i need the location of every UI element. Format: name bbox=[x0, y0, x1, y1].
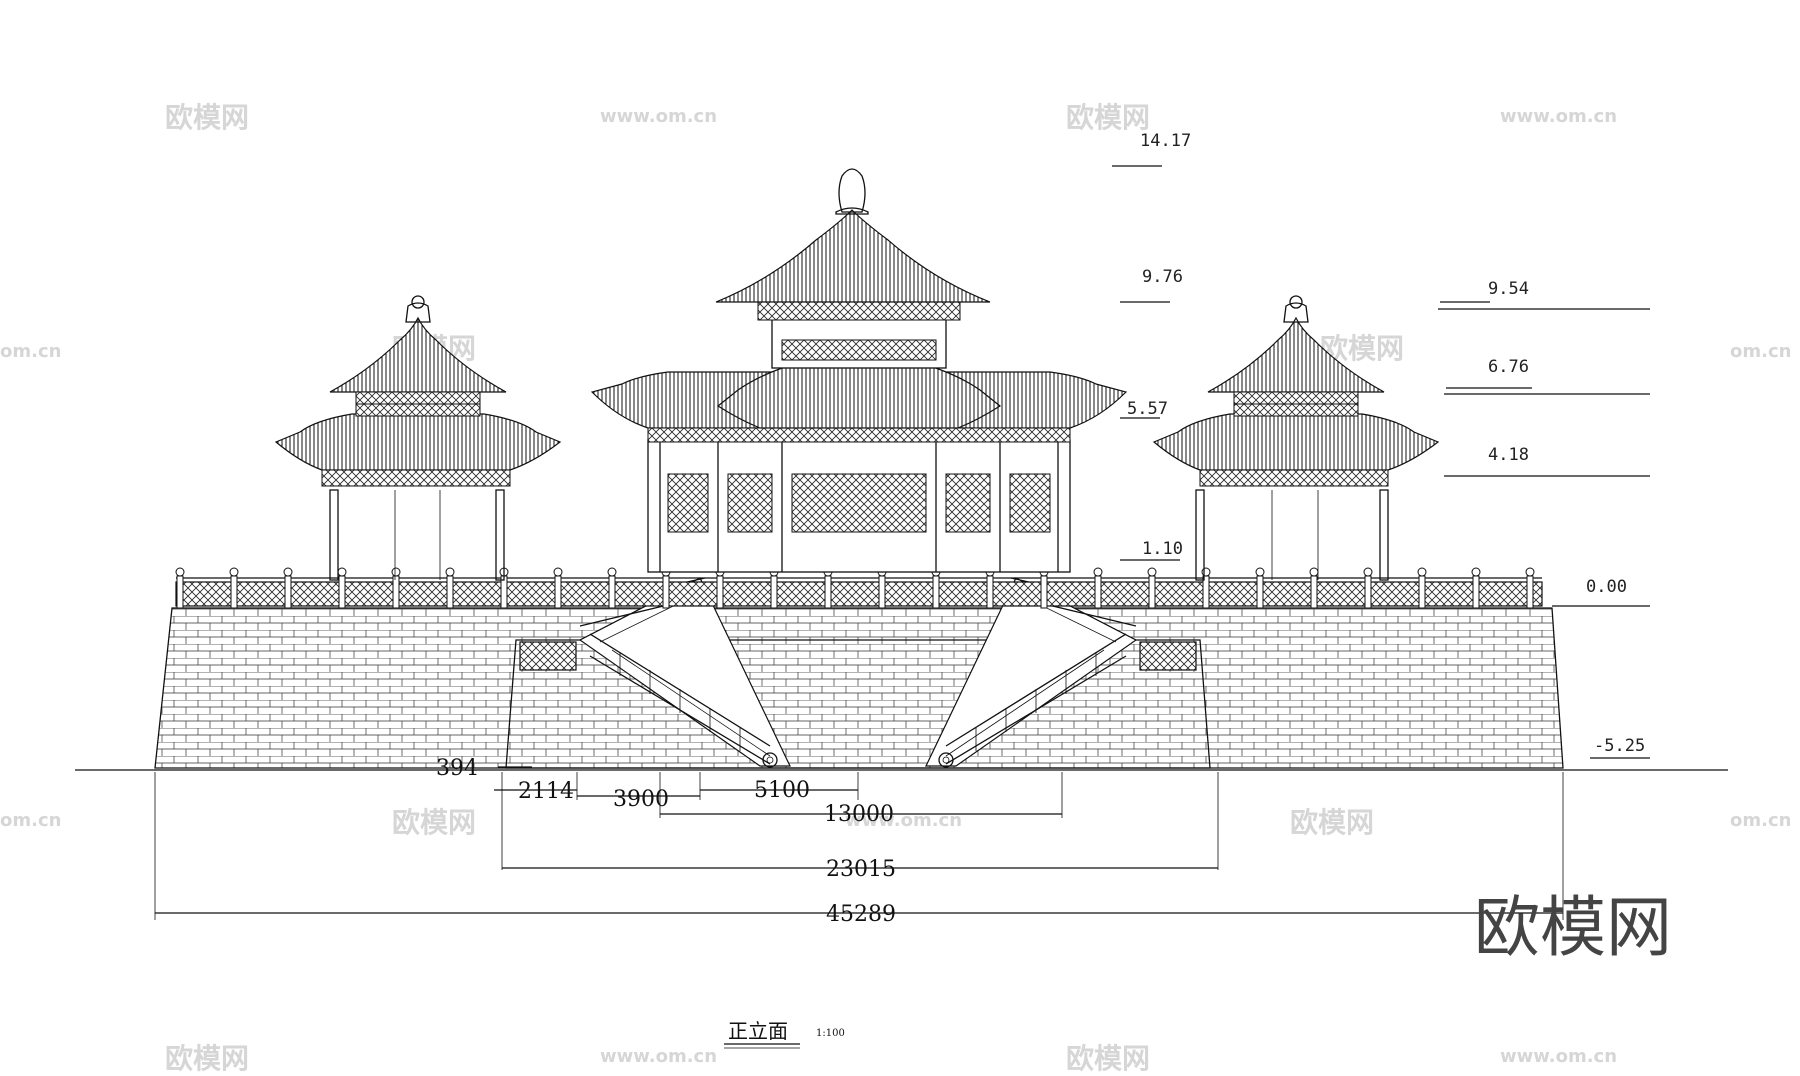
watermark-logo: 欧模网 bbox=[1290, 806, 1374, 839]
balustrade-post bbox=[1256, 575, 1264, 609]
elevation-label: 6.76 bbox=[1488, 357, 1529, 377]
elevation-label: 9.54 bbox=[1488, 279, 1529, 299]
dimension-label: 23015 bbox=[826, 857, 896, 882]
balustrade-post-cap bbox=[1363, 567, 1373, 577]
elevation-label: 9.76 bbox=[1142, 267, 1183, 287]
drawing-title-block: 正立面 1:100 bbox=[724, 1019, 845, 1049]
balustrade-post bbox=[986, 575, 994, 609]
terrace-forecourt bbox=[505, 639, 1211, 769]
balustrade-post bbox=[1040, 575, 1048, 609]
balustrade-post-cap bbox=[391, 567, 401, 577]
watermark-url: www.om.cn bbox=[845, 810, 962, 831]
top-balustrade bbox=[175, 567, 1543, 609]
dimension-label: 5100 bbox=[754, 778, 810, 803]
balustrade-post-cap bbox=[1201, 567, 1211, 577]
balustrade-post-cap bbox=[229, 567, 239, 577]
drawing-scale: 1:100 bbox=[816, 1028, 845, 1039]
balustrade-post bbox=[230, 575, 238, 609]
stair-edges bbox=[579, 577, 1137, 757]
dimension-label: 2114 bbox=[518, 779, 574, 804]
watermark-logo-large: 欧模网 bbox=[1474, 889, 1672, 966]
watermark-url: om.cn bbox=[0, 341, 61, 362]
dimension-lines: 394 2114 3900 5100 13000 23015 45289 bbox=[154, 756, 1564, 927]
watermark-url: www.om.cn bbox=[1500, 106, 1617, 127]
balustrade-post-cap bbox=[1255, 567, 1265, 577]
landing-rail-right bbox=[1139, 641, 1197, 671]
balustrade-post-cap bbox=[337, 567, 347, 577]
balustrade-post bbox=[176, 575, 184, 609]
elevation-label: 0.00 bbox=[1586, 577, 1627, 597]
watermark-logo: 欧模网 bbox=[165, 1042, 249, 1075]
balustrade-post bbox=[770, 575, 778, 609]
elevation-label: 14.17 bbox=[1140, 131, 1191, 151]
balustrade-post-cap bbox=[445, 567, 455, 577]
watermark-logo: 欧模网 bbox=[1066, 101, 1150, 134]
drawing-title: 正立面 bbox=[728, 1019, 788, 1043]
balustrade-post bbox=[446, 575, 454, 609]
balustrade-post bbox=[1094, 575, 1102, 609]
balustrade-post bbox=[1148, 575, 1156, 609]
balustrade-post bbox=[878, 575, 886, 609]
watermark-logo: 欧模网 bbox=[165, 101, 249, 134]
balustrade-post bbox=[1364, 575, 1372, 609]
balustrade-post bbox=[1526, 575, 1534, 609]
balustrade-post-cap bbox=[553, 567, 563, 577]
watermark-logo: 欧模网 bbox=[392, 806, 476, 839]
dimension-label: 3900 bbox=[613, 787, 669, 812]
dimension-label: 45289 bbox=[826, 902, 896, 927]
watermark-url: om.cn bbox=[0, 810, 61, 831]
watermark-logo: 欧模网 bbox=[1066, 1042, 1150, 1075]
elevation-markers: 14.17 9.76 9.54 6.76 5.57 4.18 1.10 0.00… bbox=[1112, 131, 1650, 759]
balustrade-post bbox=[338, 575, 346, 609]
terrace-wall bbox=[154, 607, 1564, 769]
elevation-label: 5.57 bbox=[1127, 399, 1168, 419]
right-pavilion bbox=[1152, 295, 1440, 581]
balustrade-post bbox=[608, 575, 616, 609]
balustrade-post-cap bbox=[1309, 567, 1319, 577]
watermark-url: om.cn bbox=[1730, 341, 1791, 362]
landing-rail-left bbox=[519, 641, 577, 671]
balustrade-post-cap bbox=[1471, 567, 1481, 577]
balustrade-post bbox=[1472, 575, 1480, 609]
left-pavilion bbox=[274, 295, 562, 581]
balustrade-post-cap bbox=[1525, 567, 1535, 577]
balustrade-post bbox=[1418, 575, 1426, 609]
watermark-url: om.cn bbox=[1730, 810, 1791, 831]
balustrade-post bbox=[1310, 575, 1318, 609]
elevation-label: -5.25 bbox=[1594, 736, 1645, 756]
elevation-label: 4.18 bbox=[1488, 445, 1529, 465]
balustrade-post bbox=[500, 575, 508, 609]
balustrade-post-cap bbox=[283, 567, 293, 577]
terrace bbox=[154, 577, 1564, 769]
elevation-label: 1.10 bbox=[1142, 539, 1183, 559]
balustrade-post bbox=[1202, 575, 1210, 609]
watermark-url: www.om.cn bbox=[1500, 1046, 1617, 1067]
dimension-label: 394 bbox=[436, 756, 478, 781]
balustrade-post bbox=[932, 575, 940, 609]
balustrade-post-cap bbox=[1417, 567, 1427, 577]
balustrade-post-cap bbox=[607, 567, 617, 577]
balustrade-post-cap bbox=[175, 567, 185, 577]
balustrade-post-cap bbox=[1093, 567, 1103, 577]
watermark-url: www.om.cn bbox=[600, 106, 717, 127]
balustrade-post-cap bbox=[1147, 567, 1157, 577]
dimension-label: 13000 bbox=[824, 802, 894, 827]
balustrade-post bbox=[716, 575, 724, 609]
balustrade-post bbox=[284, 575, 292, 609]
main-hall bbox=[590, 168, 1128, 573]
balustrade-post bbox=[392, 575, 400, 609]
watermark-url: www.om.cn bbox=[600, 1046, 717, 1067]
balustrade-post bbox=[824, 575, 832, 609]
balustrade-post bbox=[662, 575, 670, 609]
balustrade-post bbox=[554, 575, 562, 609]
